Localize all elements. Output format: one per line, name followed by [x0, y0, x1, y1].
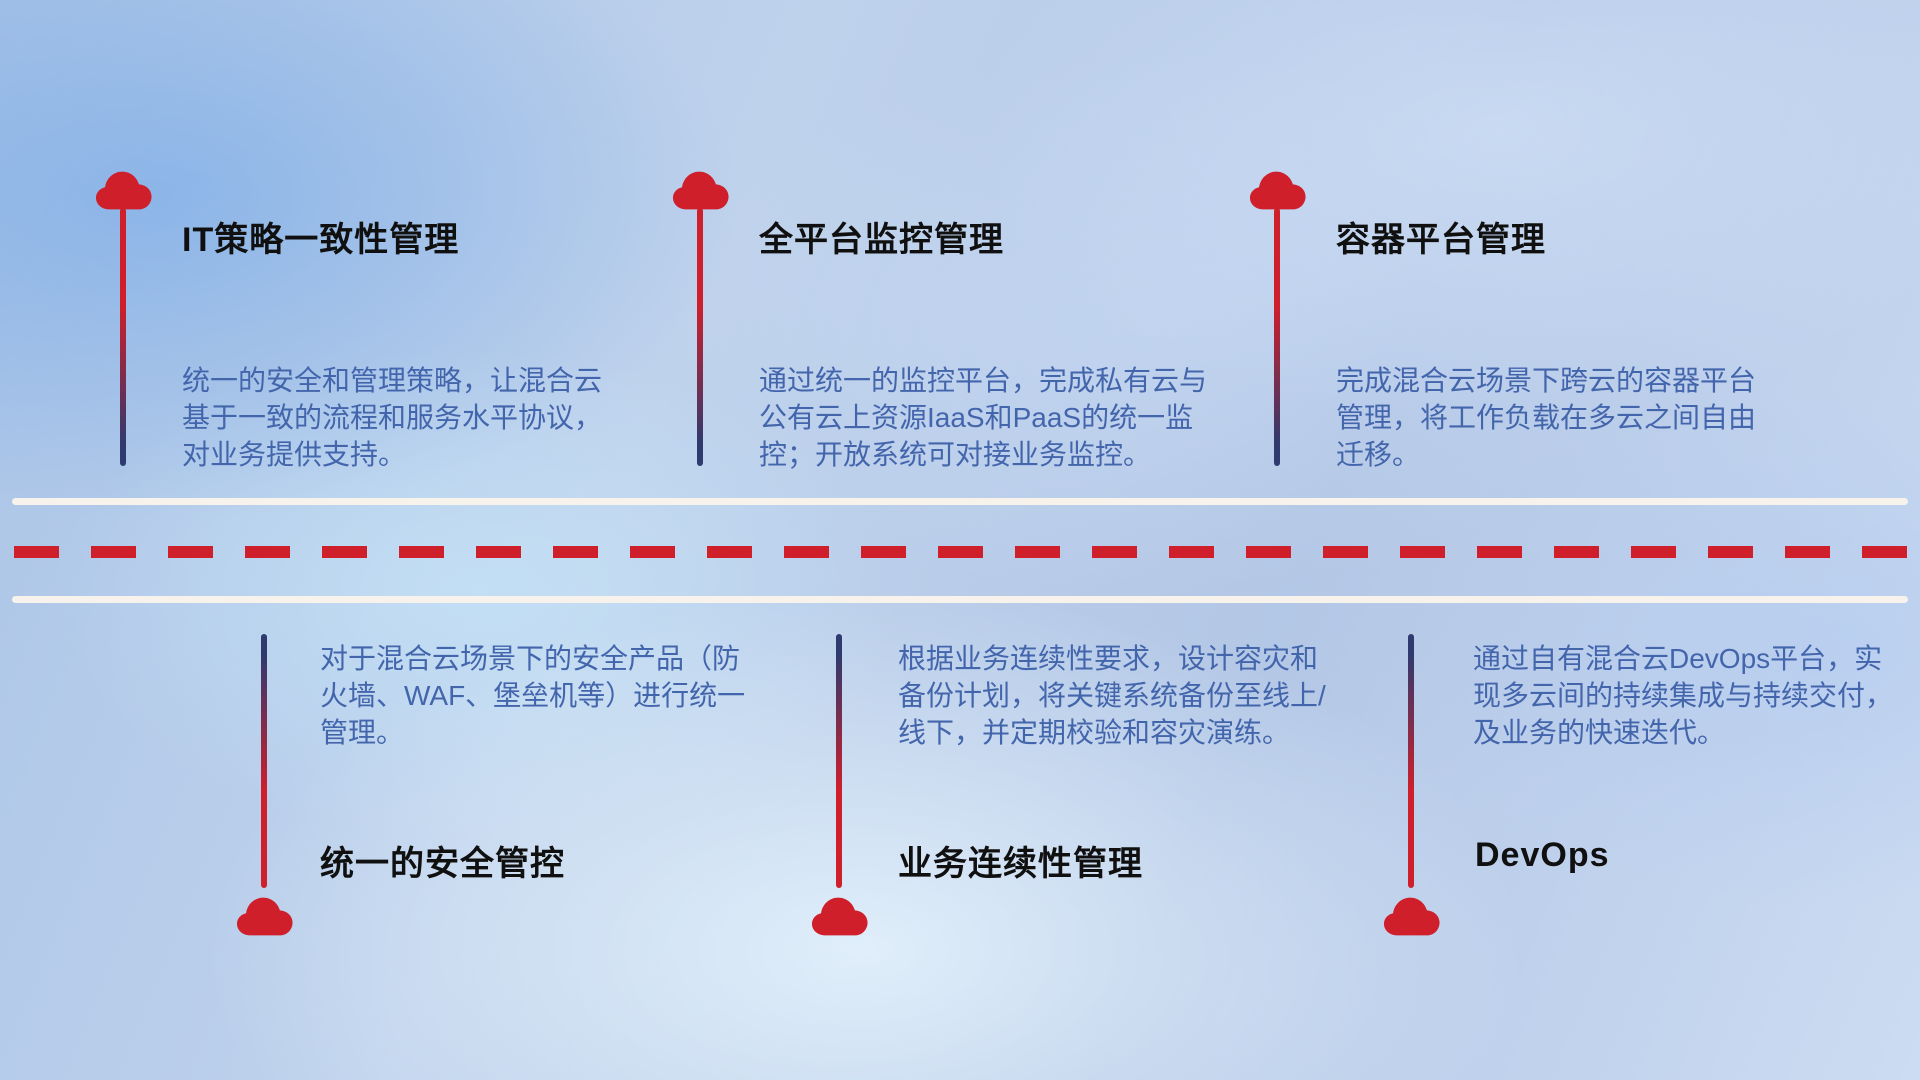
feature-description: 对于混合云场景下的安全产品（防火墙、WAF、堡垒机等）进行统一管理。: [320, 643, 746, 748]
feature-description: 通过统一的监控平台，完成私有云与公有云上资源IaaS和PaaS的统一监控；开放系…: [759, 365, 1208, 470]
feature-description: 通过自有混合云DevOps平台，实现多云间的持续集成与持续交付，及业务的快速迭代…: [1473, 643, 1894, 748]
connector-line: [261, 634, 267, 888]
feature-description: 统一的安全和管理策略，让混合云基于一致的流程和服务水平协议，对业务提供支持。: [182, 365, 603, 470]
feature-title: 全平台监控管理: [759, 221, 1004, 259]
road-dashed-center-line: [14, 546, 1920, 558]
feature-title: IT策略一致性管理: [182, 221, 460, 259]
connector-line: [697, 208, 703, 466]
connector-line: [1274, 208, 1280, 466]
feature-description: 完成混合云场景下跨云的容器平台管理，将工作负载在多云之间自由迁移。: [1336, 365, 1757, 470]
feature-title: 容器平台管理: [1336, 221, 1546, 259]
cloud-icon: [236, 894, 294, 938]
connector-line: [1408, 634, 1414, 888]
cloud-icon: [811, 894, 869, 938]
cloud-icon: [1249, 168, 1307, 212]
cloud-icon: [672, 168, 730, 212]
connector-line: [120, 208, 126, 466]
feature-description: 根据业务连续性要求，设计容灾和备份计划，将关键系统备份至线上/线下，并定期校验和…: [898, 643, 1326, 748]
cloud-icon: [95, 168, 153, 212]
road-top-line: [12, 498, 1908, 505]
cloud-icon: [1383, 894, 1441, 938]
feature-title: 统一的安全管控: [320, 845, 565, 883]
feature-title: 业务连续性管理: [898, 845, 1143, 883]
feature-title: DevOps: [1475, 836, 1610, 874]
road-bottom-line: [12, 596, 1908, 603]
connector-line: [836, 634, 842, 888]
